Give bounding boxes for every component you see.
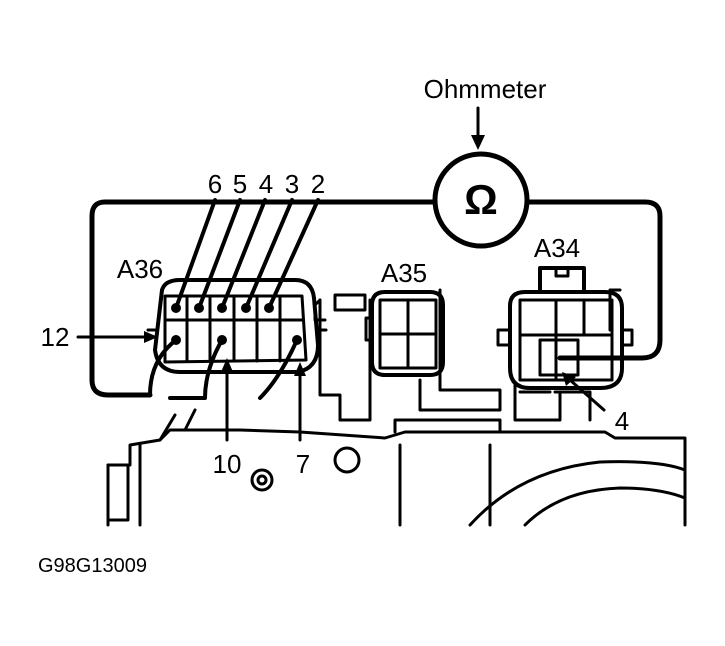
ohmmeter-label: Ohmmeter bbox=[424, 74, 547, 104]
omega-symbol: Ω bbox=[464, 176, 498, 223]
pin-6-label: 6 bbox=[208, 169, 222, 199]
figure-id: G98G13009 bbox=[38, 555, 147, 577]
pin-7-label: 7 bbox=[296, 449, 310, 479]
meter-lead-right bbox=[525, 199, 663, 361]
arrow-heads bbox=[144, 135, 576, 386]
pin-2-label: 2 bbox=[311, 169, 325, 199]
bolt-outer bbox=[250, 468, 274, 492]
meter-lead-left bbox=[89, 199, 437, 398]
ohmmeter-circle bbox=[432, 151, 530, 249]
a36-pin-dots bbox=[171, 303, 302, 345]
a34-label: A34 bbox=[534, 233, 580, 263]
a34-pin-4-label: 4 bbox=[615, 406, 629, 436]
a36-wires bbox=[148, 198, 320, 400]
leader-lines bbox=[76, 335, 606, 442]
pin-4-label: 4 bbox=[259, 169, 273, 199]
pin-10-label: 10 bbox=[213, 449, 242, 479]
connector-a36 bbox=[146, 278, 328, 374]
a35-label: A35 bbox=[381, 258, 427, 288]
pin-5-label: 5 bbox=[233, 169, 247, 199]
throttle-body bbox=[106, 288, 687, 527]
pin-3-label: 3 bbox=[285, 169, 299, 199]
connector-a34 bbox=[496, 266, 634, 390]
bolt-inner bbox=[256, 474, 268, 486]
connector-a35 bbox=[364, 290, 445, 377]
a36-label: A36 bbox=[117, 254, 163, 284]
pin-12-label: 12 bbox=[41, 322, 70, 352]
bolt-hole bbox=[333, 446, 361, 474]
